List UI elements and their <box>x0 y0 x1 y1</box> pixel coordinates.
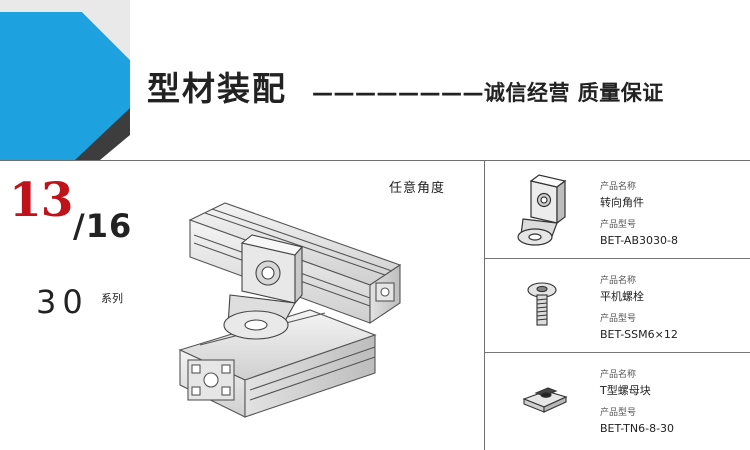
header-banner: 型材装配 ————————诚信经营 质量保证 <box>0 0 750 160</box>
header-shapes <box>0 0 130 160</box>
product-name-label: 产品名称 <box>600 182 637 192</box>
profile-assembly-image <box>178 202 402 418</box>
screw-icon <box>527 282 557 326</box>
product-model-label: 产品型号 <box>600 314 637 324</box>
part-item: 产品名称 转向角件 产品型号 BET-AB3030-8 <box>485 165 750 260</box>
part-item: 产品名称 T型螺母块 产品型号 BET-TN6-8-30 <box>485 353 750 448</box>
series-word: 系列 <box>101 292 123 305</box>
product-model: BET-SSM6×12 <box>600 328 678 341</box>
blue-triangle <box>0 12 130 160</box>
t-nut-icon <box>522 387 568 413</box>
column-divider <box>484 161 485 450</box>
product-name-label: 产品名称 <box>600 370 637 380</box>
row-divider <box>485 258 750 259</box>
series-number: 30 <box>36 283 89 321</box>
product-model-label: 产品型号 <box>600 220 637 230</box>
secondary-size: /16 <box>73 207 133 245</box>
slogan-text: ————————诚信经营 质量保证 <box>312 81 664 105</box>
product-model: BET-TN6-8-30 <box>600 422 675 435</box>
illustration-caption: 任意角度 <box>389 181 446 196</box>
product-name: 平机螺栓 <box>600 290 644 303</box>
angle-hinge-icon <box>517 174 567 246</box>
page-title: 型材装配 <box>147 69 287 108</box>
product-name-label: 产品名称 <box>600 276 637 286</box>
header-divider <box>0 160 750 161</box>
product-model-label: 产品型号 <box>600 408 637 418</box>
part-item: 产品名称 平机螺栓 产品型号 BET-SSM6×12 <box>485 259 750 354</box>
product-name: T型螺母块 <box>600 384 651 397</box>
row-divider <box>485 352 750 353</box>
product-model: BET-AB3030-8 <box>600 234 678 247</box>
primary-size: 13 <box>9 173 73 228</box>
product-name: 转向角件 <box>600 196 644 209</box>
gray-band <box>0 0 130 60</box>
